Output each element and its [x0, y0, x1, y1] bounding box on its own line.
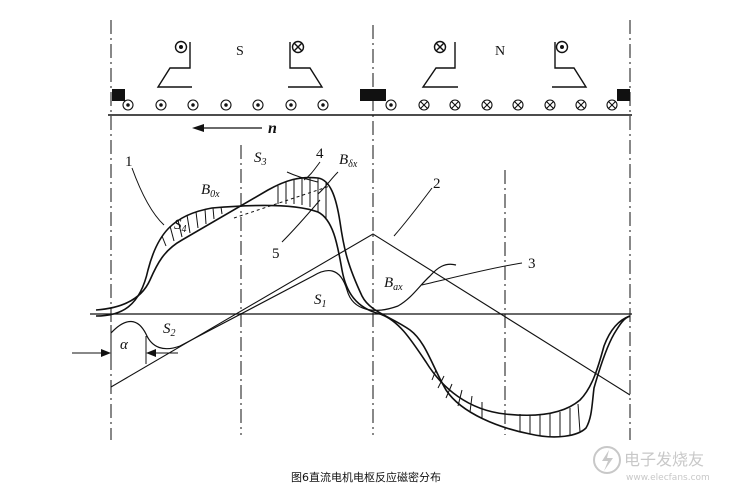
brush-right — [617, 89, 630, 101]
conductor-out — [285, 99, 297, 111]
conductor-in — [449, 99, 461, 111]
watermark-url: www.elecfans.com — [626, 473, 710, 483]
alpha-label: α — [120, 337, 129, 353]
watermark: 电子发烧友 www.elecfans.com — [593, 446, 710, 483]
conductor-row — [122, 99, 618, 111]
bdx-label: Bδx — [339, 152, 358, 170]
s-pole-label: S — [236, 44, 244, 59]
s2-label: S2 — [163, 321, 176, 339]
s4-label: S4 — [174, 217, 187, 235]
curve-4-resultant-field — [95, 176, 631, 438]
s1-label: S1 — [314, 292, 327, 310]
conductor-in — [418, 99, 430, 111]
curve-3-armature-flux — [110, 263, 457, 350]
conductor-out — [252, 99, 264, 111]
conductor-out — [155, 99, 167, 111]
conductor-in — [606, 99, 618, 111]
curve-5-dashed — [233, 185, 331, 219]
hatch-bottom — [431, 369, 581, 437]
conductor-out — [122, 99, 134, 111]
curve-1-main-field — [95, 204, 631, 417]
conductor-in — [575, 99, 587, 111]
conductor-in — [544, 99, 556, 111]
s-pole — [156, 40, 324, 88]
hatch-s4 — [161, 206, 223, 247]
s3-label: S3 — [254, 150, 267, 168]
curve-1-label: 1 — [125, 154, 133, 170]
watermark-bolt-icon — [602, 450, 613, 471]
curve-4-label: 4 — [316, 146, 324, 162]
conductor-out — [385, 99, 397, 111]
conductor-in — [512, 99, 524, 111]
alpha-dimension — [72, 325, 178, 365]
brush-middle — [360, 89, 386, 101]
motion-arrow — [192, 124, 262, 132]
conductor-out — [317, 99, 329, 111]
leader-lines — [131, 161, 523, 286]
conductor-in — [481, 99, 493, 111]
watermark-logo-icon — [593, 446, 621, 474]
watermark-text: 电子发烧友 — [624, 450, 704, 469]
center-lines — [110, 20, 631, 440]
conductor-out — [220, 99, 232, 111]
curve-3-label: 3 — [528, 256, 536, 272]
curve-2-label: 2 — [433, 176, 441, 192]
figure-caption: 图6直流电机电枢反应磁密分布 — [291, 470, 441, 484]
b0x-label: B0x — [201, 182, 220, 200]
n-pole — [421, 40, 588, 88]
curve-5-label: 5 — [272, 246, 280, 262]
conductor-out — [187, 99, 199, 111]
brush-left — [112, 89, 125, 101]
bax-label: Bax — [384, 275, 403, 293]
n-pole-label: N — [495, 44, 505, 59]
hatch-s3 — [277, 177, 327, 218]
motion-label: n — [268, 120, 277, 137]
